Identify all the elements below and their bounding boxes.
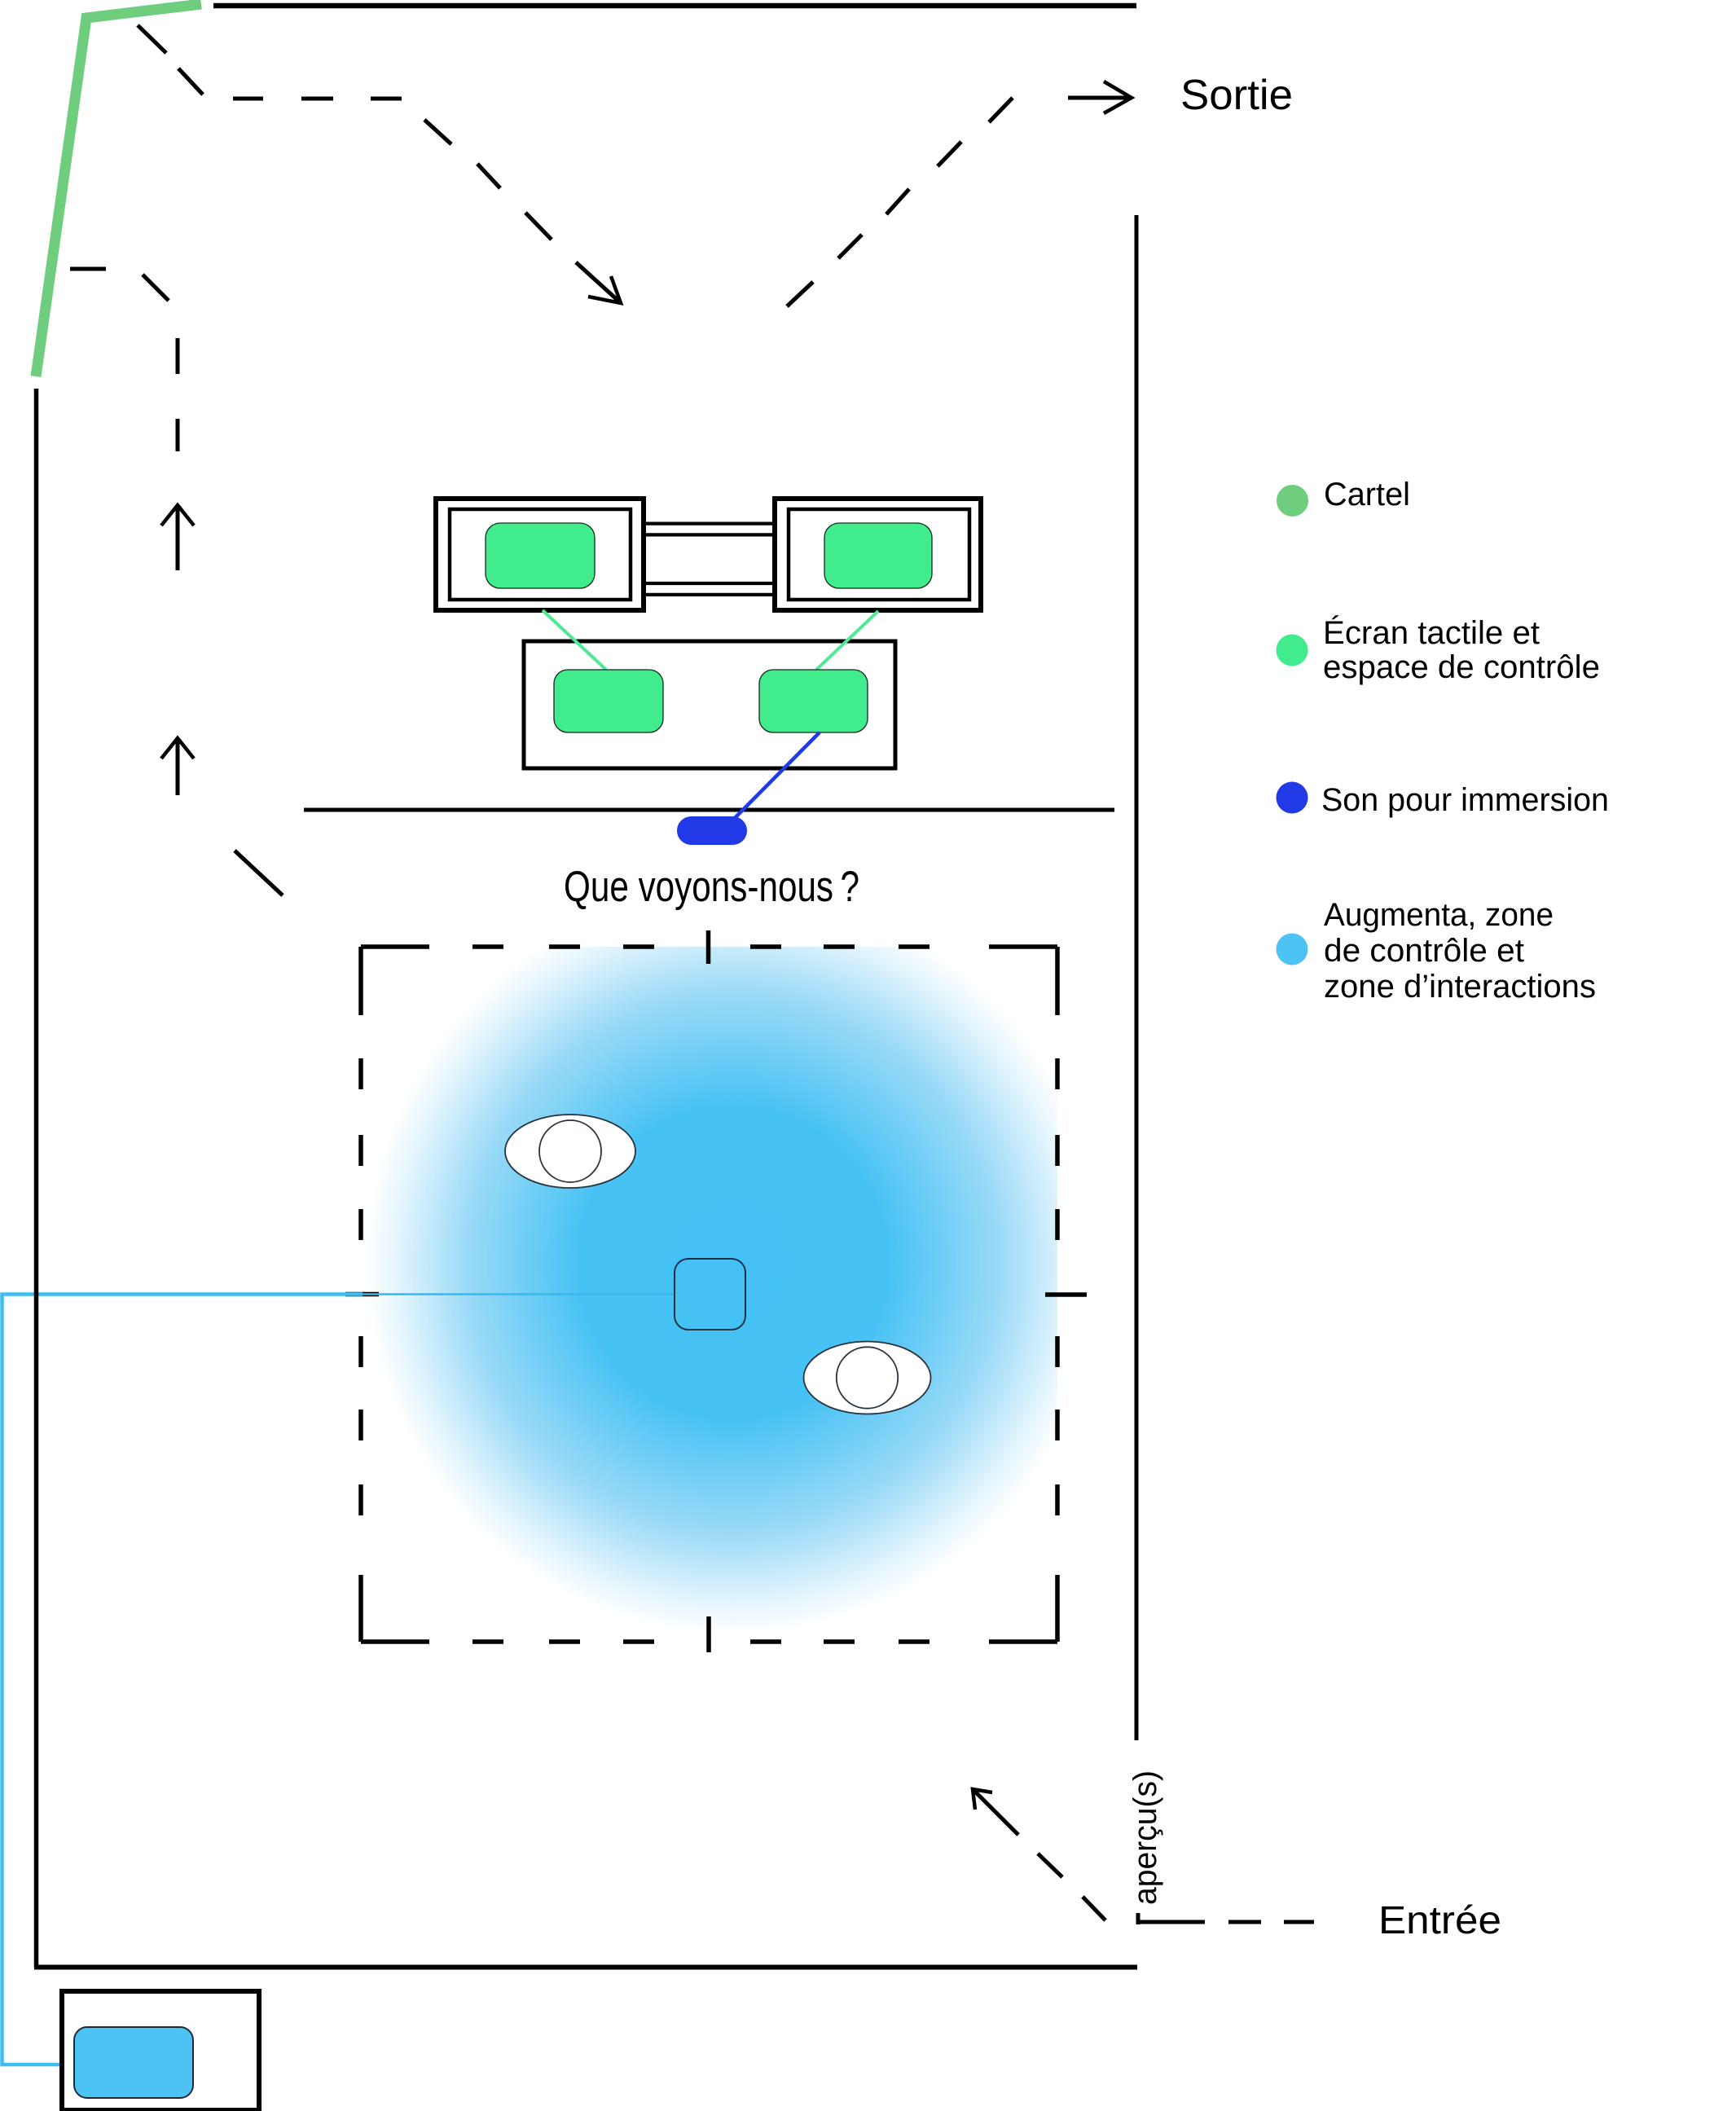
svg-text:Son pour immersion: Son pour immersion [1321, 782, 1609, 818]
svg-text:zone d’interactions: zone d’interactions [1324, 969, 1596, 1005]
svg-text:Sortie: Sortie [1180, 72, 1293, 119]
svg-text:Entrée: Entrée [1378, 1899, 1501, 1942]
svg-text:de contrôle et: de contrôle et [1324, 933, 1524, 969]
svg-text:aperçu(s): aperçu(s) [1127, 1770, 1163, 1905]
svg-text:Écran tactile et: Écran tactile et [1323, 614, 1540, 651]
svg-text:espace de contrôle: espace de contrôle [1323, 649, 1600, 685]
svg-text:Cartel: Cartel [1324, 477, 1410, 512]
svg-text:Augmenta, zone: Augmenta, zone [1324, 897, 1554, 933]
svg-text:Que voyons-nous ?: Que voyons-nous ? [564, 863, 859, 911]
